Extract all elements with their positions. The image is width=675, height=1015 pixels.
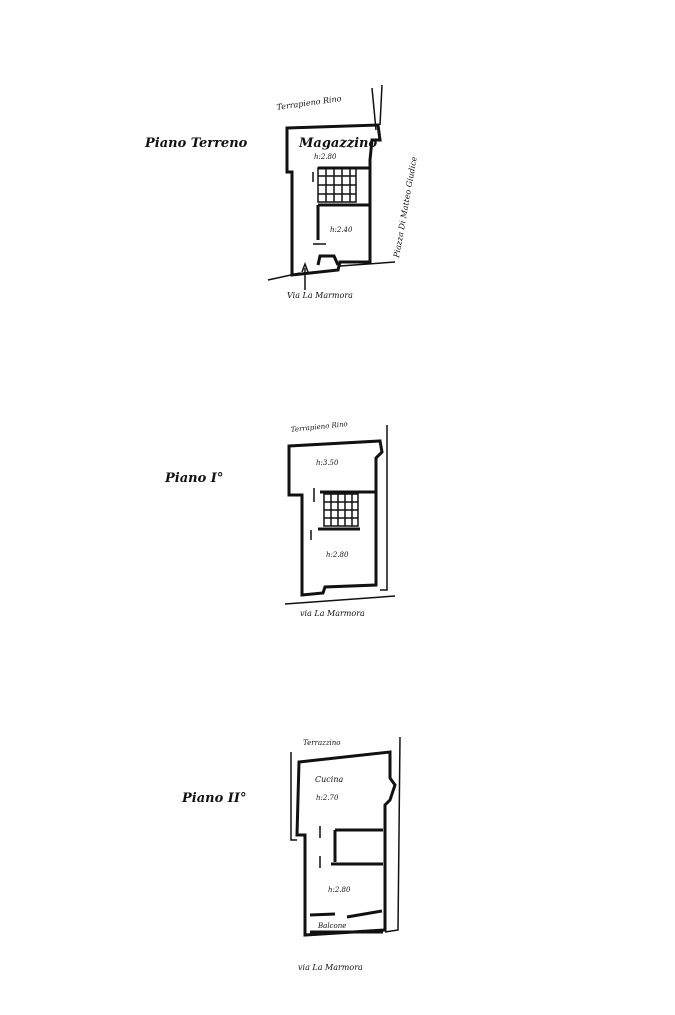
- room-name: Magazzino: [298, 136, 377, 151]
- room-height: h:2.80: [328, 886, 351, 894]
- plan-piano-secondo: Piano II° Terrazzino via La Marmora Cuci…: [181, 736, 401, 972]
- room-height: h:3.50: [316, 459, 339, 467]
- entry-step: [316, 254, 340, 266]
- room-name: Cucina: [315, 775, 343, 784]
- door-mark: [310, 488, 315, 540]
- plan-title: Piano Terreno: [144, 136, 248, 151]
- outer-walls: [285, 123, 382, 277]
- bottom-street-label: via La Marmora: [298, 963, 363, 972]
- staircase: [316, 166, 370, 240]
- room-height: h:2.40: [330, 226, 353, 234]
- side-street-label: Piazza Di Matteo Giudice: [392, 156, 419, 260]
- room-height: h:2.80: [314, 153, 337, 161]
- top-street-label: Terrazzino: [303, 739, 340, 747]
- plan-piano-primo: Piano I° Terrapieno Rino via La Marmora …: [164, 420, 396, 618]
- inner-room-walls: [331, 828, 383, 866]
- room-height: h:2.80: [326, 551, 349, 559]
- room-height: h:2.70: [316, 794, 339, 802]
- room-name: Balcone: [317, 922, 346, 930]
- bottom-street-label: via La Marmora: [300, 609, 365, 618]
- arrow-head: [301, 261, 309, 273]
- staircase: [318, 490, 376, 531]
- neighbor-wall: [371, 84, 383, 131]
- street-line: [284, 425, 396, 605]
- top-street-label: Terrapieno Rino: [290, 420, 348, 434]
- outer-walls: [295, 750, 397, 937]
- door-mark: [312, 172, 326, 245]
- plan-title: Piano I°: [164, 471, 223, 486]
- street-line: [267, 261, 396, 281]
- outer-walls: [287, 439, 384, 597]
- plan-title: Piano II°: [181, 791, 246, 806]
- top-street-label: Terrapieno Rino: [276, 94, 342, 112]
- bottom-street-label: Via La Marmora: [287, 291, 353, 300]
- neighbor-wall: [290, 736, 401, 933]
- plan-piano-terreno: Piano Terreno Terrapieno Rino Piazza Di …: [144, 84, 419, 300]
- balcony-walls: [309, 909, 383, 934]
